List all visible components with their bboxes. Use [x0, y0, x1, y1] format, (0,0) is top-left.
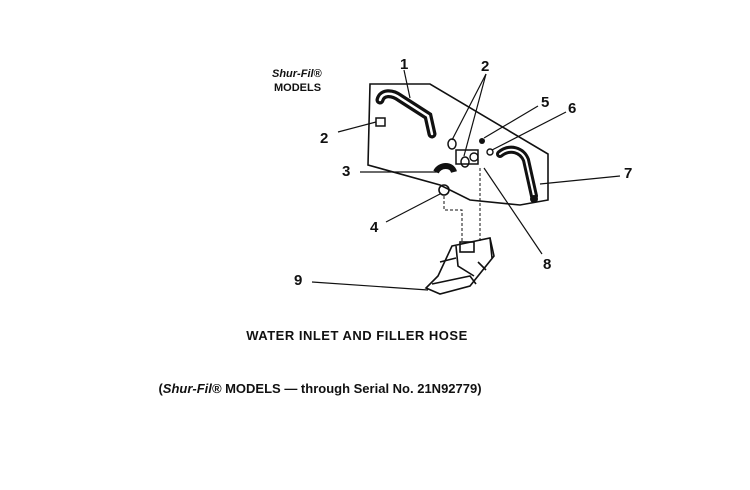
mounting-plate [367, 83, 549, 206]
callout-7: 7 [624, 165, 632, 182]
diagram-subtitle: (Shur-Fil® MODELS — through Serial No. 2… [0, 381, 695, 396]
callout-2-left: 2 [320, 130, 328, 147]
subtitle-open: ( [158, 381, 163, 396]
valve [455, 138, 494, 165]
leader-lines [311, 69, 621, 291]
callout-6: 6 [568, 100, 576, 117]
subtitle-rest: MODELS — through Serial No. 21N92779) [221, 381, 482, 396]
elbow-fitting [433, 163, 457, 196]
callout-5: 5 [541, 94, 549, 111]
hose-clamp [375, 117, 386, 127]
callout-4: 4 [370, 219, 379, 236]
header-brand: Shur-Fil® [272, 68, 323, 80]
callout-2-top: 2 [481, 58, 489, 75]
diagram-title: WATER INLET AND FILLER HOSE [246, 328, 468, 343]
hose-clamp-2 [447, 138, 457, 150]
callout-8: 8 [543, 256, 551, 273]
callout-1: 1 [400, 56, 408, 73]
header-models: MODELS [274, 82, 321, 94]
hose-clamp-3 [460, 156, 470, 168]
callout-9: 9 [294, 272, 302, 289]
callout-3: 3 [342, 163, 350, 180]
subtitle-brand: Shur-Fil® [162, 381, 222, 396]
filler-funnel [424, 237, 495, 295]
assembly-lines [443, 168, 481, 244]
